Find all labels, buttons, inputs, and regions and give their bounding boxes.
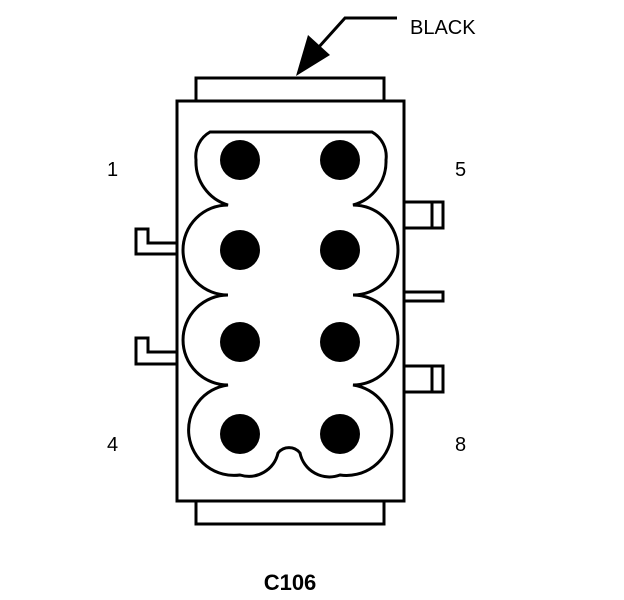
pin-label-4: 4: [107, 434, 118, 456]
pin-5: [320, 140, 360, 180]
pin-1: [220, 140, 260, 180]
color-label: BLACK: [410, 17, 476, 39]
connector-name: C106: [264, 570, 317, 595]
pin-label-1: 1: [107, 159, 118, 181]
pin-6: [320, 230, 360, 270]
left-latch-lower: [134, 336, 177, 366]
connector-housing: [175, 99, 406, 503]
left-latch-upper: [134, 227, 177, 256]
pin-4: [220, 414, 260, 454]
pin-label-8: 8: [455, 434, 466, 456]
pin-label-5: 5: [455, 159, 466, 181]
pin-7: [320, 322, 360, 362]
pin-cavity-outline: [181, 130, 400, 479]
pin-8: [320, 414, 360, 454]
right-latch-lower: [404, 364, 445, 394]
right-latch-middle: [404, 290, 445, 303]
right-latch-upper: [404, 200, 445, 230]
pin-2: [220, 230, 260, 270]
pin-3: [220, 322, 260, 362]
color-callout-arrow: [296, 16, 397, 76]
